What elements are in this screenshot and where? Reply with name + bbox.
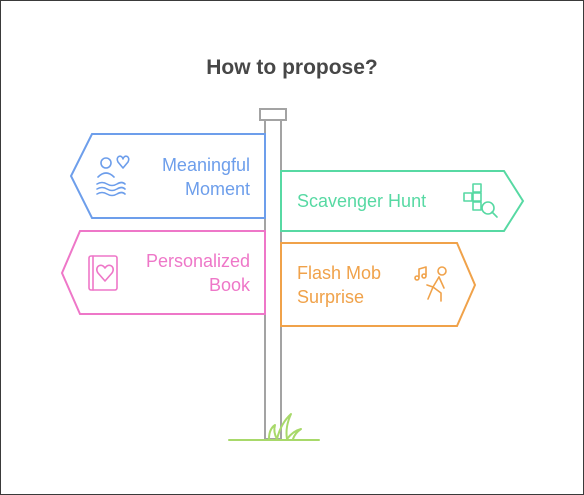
sign-meaningful-moment: Meaningful Moment bbox=[69, 133, 266, 219]
scavenger-hunt-label: Scavenger Hunt bbox=[297, 191, 426, 211]
flash-mob-line2: Surprise bbox=[297, 287, 364, 307]
heart-book-icon bbox=[88, 255, 118, 291]
diagram-title: How to propose? bbox=[206, 56, 378, 79]
flash-mob-line1: Flash Mob bbox=[297, 263, 381, 283]
sign-scavenger-hunt: Scavenger Hunt bbox=[280, 170, 525, 232]
sign-flash-mob-surprise: Flash Mob Surprise bbox=[280, 242, 477, 327]
people-heart-wave-icon bbox=[96, 155, 130, 197]
personalized-book-line1: Personalized bbox=[146, 251, 250, 271]
dancing-person-music-icon bbox=[414, 266, 447, 302]
post-cap bbox=[259, 108, 287, 121]
meaningful-moment-line1: Meaningful bbox=[162, 155, 250, 175]
personalized-book-line2: Book bbox=[209, 275, 251, 295]
puzzle-magnifier-icon bbox=[463, 183, 498, 218]
grass-base bbox=[228, 413, 320, 441]
meaningful-moment-line2: Moment bbox=[185, 179, 250, 199]
sign-personalized-book: Personalized Book bbox=[60, 230, 266, 315]
